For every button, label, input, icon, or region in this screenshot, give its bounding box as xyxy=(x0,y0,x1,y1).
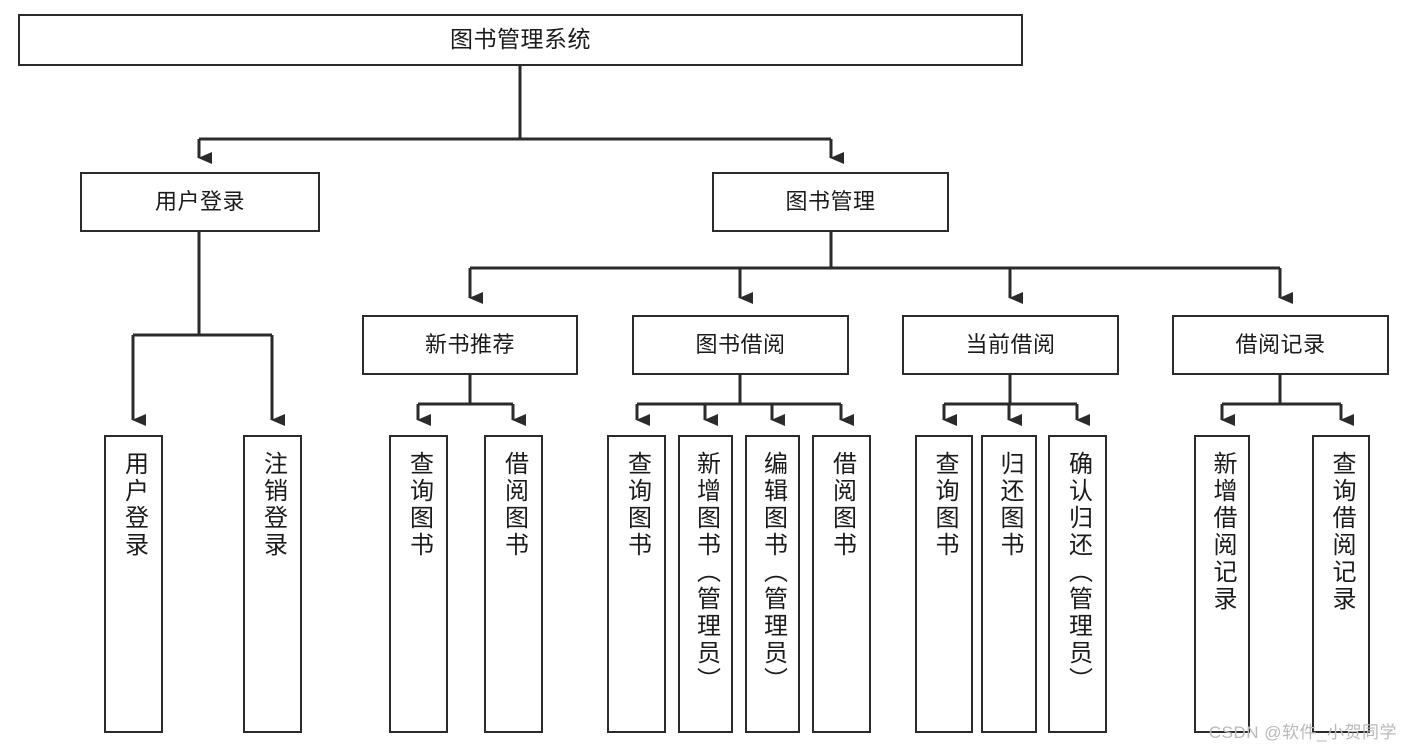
leaf-borrow-edit-book[interactable]: 编辑图书（管理员） xyxy=(745,435,800,733)
leaf-current-confirm-return[interactable]: 确认归还（管理员） xyxy=(1048,435,1107,733)
node-user-login[interactable]: 用户登录 xyxy=(80,172,320,232)
node-label: 借阅图书 xyxy=(500,451,528,559)
node-label: 查询图书 xyxy=(623,451,651,559)
leaf-current-query-book[interactable]: 查询图书 xyxy=(915,435,973,733)
node-borrow-record[interactable]: 借阅记录 xyxy=(1172,315,1389,375)
node-label: 当前借阅 xyxy=(965,331,1056,357)
leaf-borrow-query-book[interactable]: 查询图书 xyxy=(607,435,666,733)
node-label: 归还图书 xyxy=(996,451,1023,559)
watermark: CSDN @软件_小贺同学 xyxy=(1208,723,1397,742)
leaf-record-query-record[interactable]: 查询借阅记录 xyxy=(1312,435,1370,733)
node-label: 注销登录 xyxy=(259,451,287,559)
leaf-borrow-add-book[interactable]: 新增图书（管理员） xyxy=(678,435,733,733)
node-current-borrow[interactable]: 当前借阅 xyxy=(902,315,1119,375)
node-book-borrow[interactable]: 图书借阅 xyxy=(632,315,849,375)
node-label: 编辑图书（管理员） xyxy=(759,451,787,694)
node-label: 新增图书（管理员） xyxy=(692,451,720,694)
node-new-book-recommend[interactable]: 新书推荐 xyxy=(362,315,578,375)
leaf-borrow-borrow-book[interactable]: 借阅图书 xyxy=(812,435,871,733)
node-label: 查询图书 xyxy=(931,451,958,559)
leaf-recommend-query-book[interactable]: 查询图书 xyxy=(389,435,448,733)
node-label: 借阅图书 xyxy=(828,451,856,559)
node-label: 查询借阅记录 xyxy=(1328,451,1355,613)
node-label: 图书管理系统 xyxy=(450,26,591,53)
node-label: 借阅记录 xyxy=(1235,331,1326,357)
node-label: 新增借阅记录 xyxy=(1209,451,1236,613)
node-book-management[interactable]: 图书管理 xyxy=(712,172,949,232)
leaf-record-add-record[interactable]: 新增借阅记录 xyxy=(1194,435,1250,733)
node-label: 新书推荐 xyxy=(424,331,515,357)
node-label: 图书借阅 xyxy=(695,331,786,357)
leaf-user-login-signin[interactable]: 用户登录 xyxy=(104,435,163,733)
node-root-system[interactable]: 图书管理系统 xyxy=(18,14,1023,66)
leaf-recommend-borrow-book[interactable]: 借阅图书 xyxy=(484,435,543,733)
node-label: 查询图书 xyxy=(405,451,433,559)
leaf-current-return-book[interactable]: 归还图书 xyxy=(981,435,1037,733)
node-label: 用户登录 xyxy=(154,188,245,214)
node-label: 图书管理 xyxy=(785,188,876,214)
node-label: 用户登录 xyxy=(120,451,148,559)
node-label: 确认归还（管理员） xyxy=(1064,451,1092,694)
leaf-user-login-signout[interactable]: 注销登录 xyxy=(243,435,302,733)
